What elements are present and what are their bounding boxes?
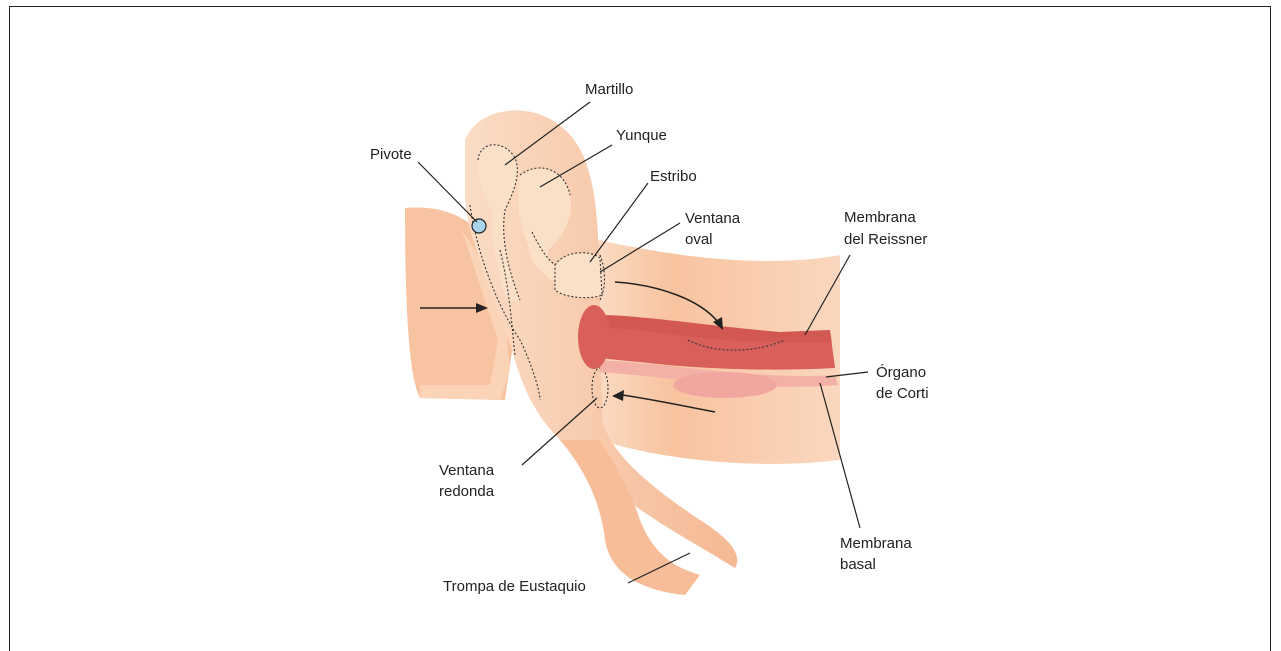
label-eustaquio: Trompa de Eustaquio	[443, 578, 586, 595]
organ-of-corti	[673, 372, 777, 398]
label-basal-line1: Membrana	[840, 535, 912, 552]
cochlear-base	[578, 305, 610, 369]
stapes	[555, 253, 602, 298]
label-corti-line1: Órgano	[876, 364, 926, 381]
label-redonda-line1: Ventana	[439, 462, 495, 479]
label-basal-line2: basal	[840, 556, 876, 573]
label-ventana-oval-line2: oval	[685, 231, 713, 248]
label-corti-line2: de Corti	[876, 385, 929, 402]
label-martillo: Martillo	[585, 81, 633, 98]
label-redonda-line2: redonda	[439, 483, 495, 500]
label-pivote: Pivote	[370, 146, 412, 163]
label-yunque: Yunque	[616, 127, 667, 144]
pivot-icon	[472, 219, 486, 233]
label-estribo: Estribo	[650, 168, 697, 185]
label-reissner-line1: Membrana	[844, 209, 916, 226]
label-ventana-oval-line1: Ventana	[685, 210, 741, 227]
label-reissner-line2: del Reissner	[844, 231, 927, 248]
